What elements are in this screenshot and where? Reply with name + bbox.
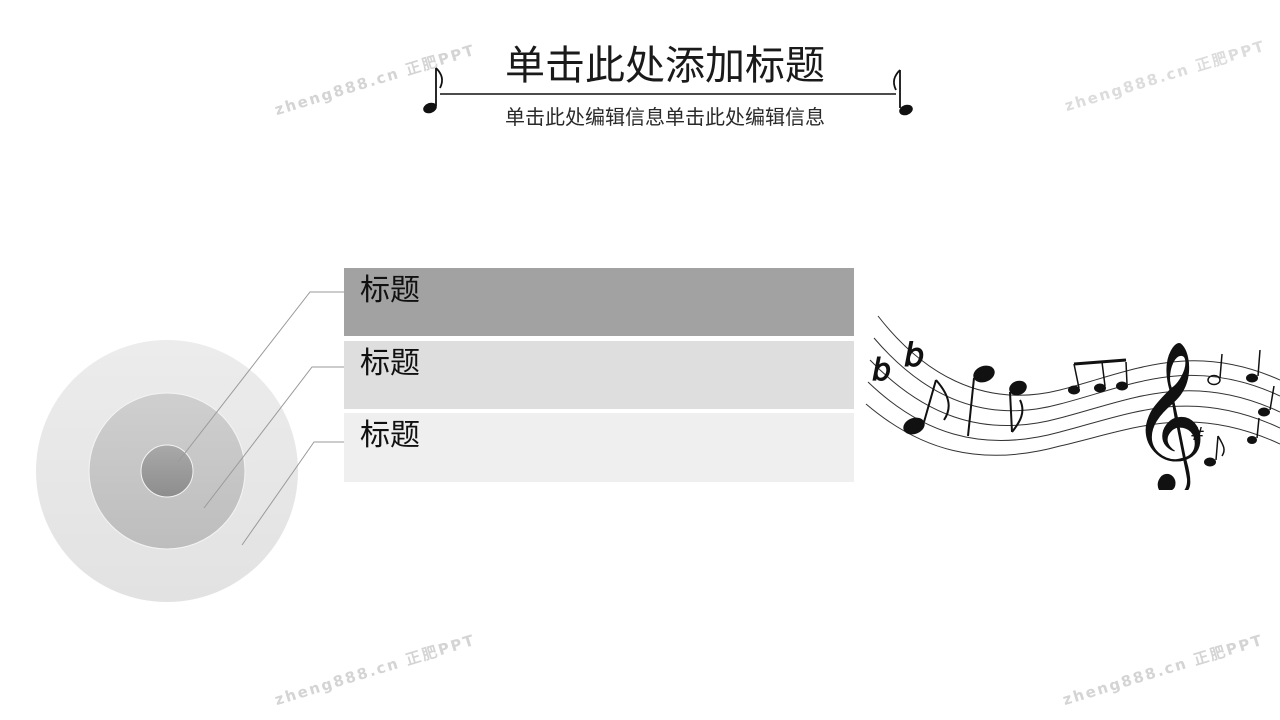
connector-line — [241, 441, 344, 546]
eighth-note-bracket-icon — [423, 67, 913, 116]
connector-line — [203, 366, 344, 509]
concentric-target — [36, 291, 344, 602]
bar-label: 标题 — [360, 346, 420, 381]
slide-subtitle[interactable]: 单击此处编辑信息单击此处编辑信息 — [505, 105, 825, 129]
title-bar-1[interactable]: 标题 — [344, 268, 854, 336]
svg-text:#: # — [1190, 424, 1205, 445]
watermark: zheng888.cn 正肥PPT — [1062, 36, 1268, 116]
treble-clef-staff-icon: b b 𝄞 # — [865, 315, 1280, 490]
watermark: zheng888.cn 正肥PPT — [1060, 630, 1266, 710]
svg-text:b: b — [872, 353, 891, 388]
slide-title[interactable]: 单击此处添加标题 — [505, 43, 825, 89]
title-bar-2[interactable]: 标题 — [344, 341, 854, 409]
bar-label: 标题 — [360, 273, 420, 308]
svg-text:b: b — [904, 336, 924, 374]
svg-text:𝄞: 𝄞 — [1130, 339, 1207, 490]
inner-ring[interactable] — [140, 444, 194, 498]
bar-label: 标题 — [360, 418, 420, 453]
title-bar-3[interactable]: 标题 — [344, 413, 854, 482]
connector-line — [177, 291, 344, 463]
